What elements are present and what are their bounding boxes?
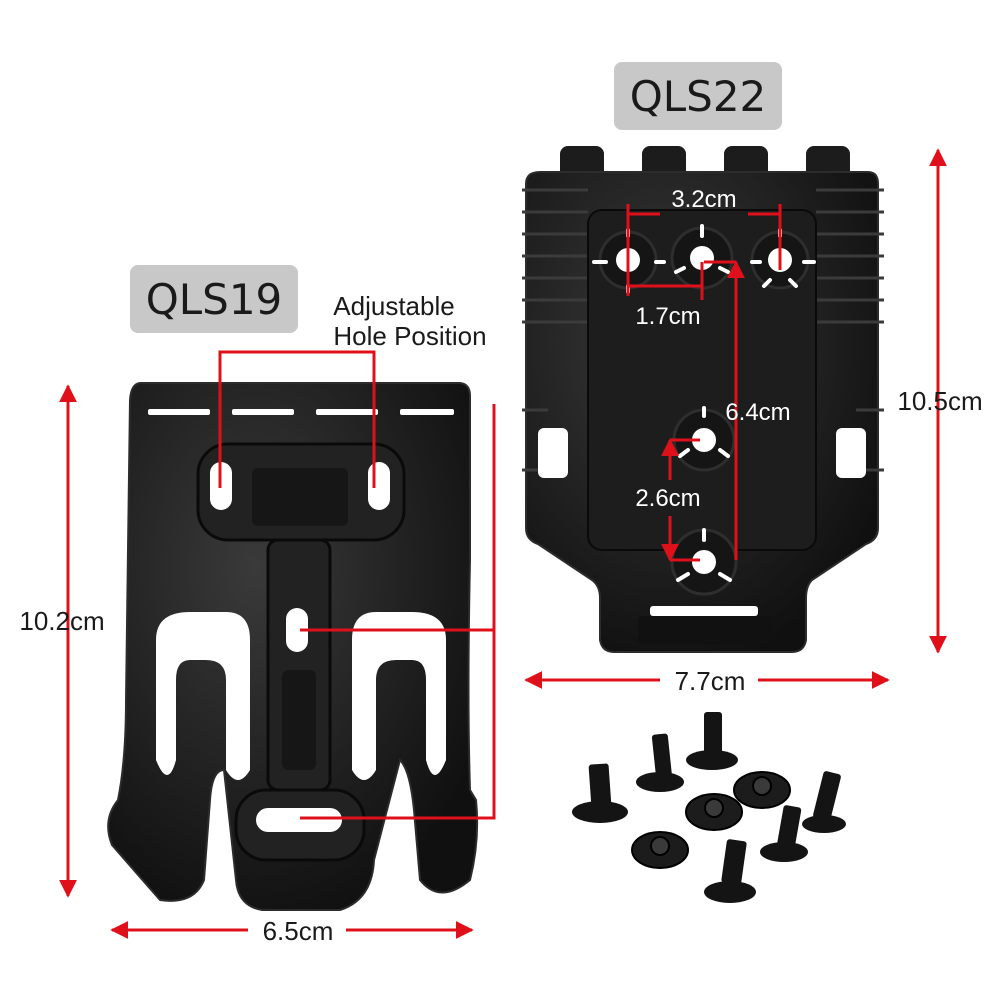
qls22-width-text: 7.7cm (675, 666, 746, 696)
screw (760, 805, 808, 862)
qls22-annotations (524, 148, 947, 689)
qls19-plate (107, 382, 479, 911)
adjustable-note-line2: Hole Position (333, 321, 486, 351)
vertical-spacing-text: 6.4cm (725, 399, 790, 426)
qls22-side-rails (522, 188, 884, 472)
screw (704, 839, 756, 903)
adjustable-note-line1: Adjustable (333, 291, 454, 321)
qls22-height-text: 10.5cm (897, 386, 982, 416)
top-hole-spacing-bracket (626, 204, 782, 296)
qls19-height-text: 10.2cm (19, 606, 104, 636)
screw (636, 733, 684, 792)
qls19-annotations (59, 350, 496, 939)
t-nut (685, 793, 743, 831)
top-hole-offset-text: 1.7cm (635, 303, 700, 330)
qls22-label: QLS22 (614, 62, 782, 130)
adjustable-hole-pointer (218, 350, 376, 488)
qls19-frame (196, 442, 406, 862)
screw (572, 763, 628, 823)
qls22-side-windows (538, 428, 866, 478)
screw (802, 771, 846, 833)
top-hole-spacing-text: 3.2cm (671, 186, 736, 213)
qls19-model-text: QLS19 (146, 275, 283, 324)
qls22-bottom-slot (650, 606, 758, 616)
qls22-plate (522, 146, 884, 653)
dimension-labels: Adjustable Hole Position 10.2cm 6.5cm 10… (19, 186, 982, 946)
qls19-belt-cutouts (156, 612, 446, 780)
qls22-model-text: QLS22 (630, 72, 767, 121)
qls19-label: QLS19 (130, 265, 298, 333)
screw (686, 712, 738, 770)
qls19-width-text: 6.5cm (263, 916, 334, 946)
qls19-hole-span-bracket (300, 628, 496, 820)
qls22-lower-holes (670, 406, 738, 596)
top-hole-offset-bracket (628, 262, 704, 300)
t-nut (733, 771, 791, 809)
qls19-top-slots (148, 409, 454, 415)
qls22-bottom-bar (638, 616, 772, 644)
hardware-pile (572, 712, 846, 903)
lower-hole-spacing-text: 2.6cm (635, 485, 700, 512)
t-nut (631, 831, 689, 869)
